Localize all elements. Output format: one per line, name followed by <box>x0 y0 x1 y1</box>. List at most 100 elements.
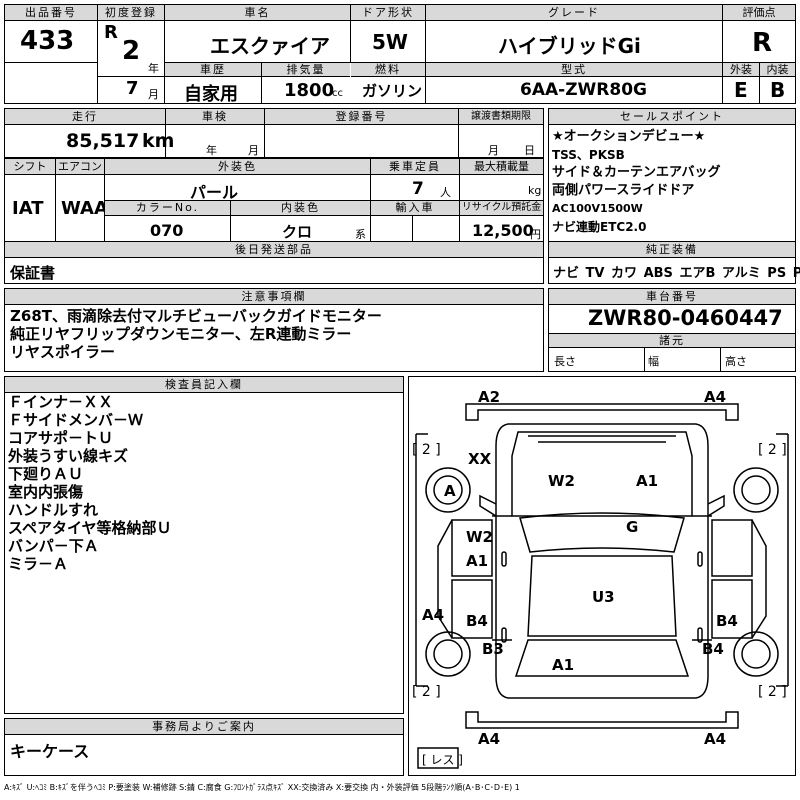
inspection-year-unit: 年 <box>206 144 217 157</box>
notes-box <box>4 288 544 372</box>
lot-number-header: 出品番号 <box>5 5 97 21</box>
notes-list: Z68T、雨滴除去付マルチビューバックガイドモニター 純正リヤフリップダウンモニ… <box>10 307 382 361</box>
reg-no-header: 登録番号 <box>265 109 458 125</box>
era: R <box>104 22 118 43</box>
dmg-right-rear-1: B4 <box>716 612 738 630</box>
tire-depth-rear-left: [ 2 ] <box>412 684 441 700</box>
body-outline <box>495 423 709 699</box>
mileage-header: 走行 <box>5 109 165 125</box>
dmg-tire-front-left: A <box>444 482 456 500</box>
tire-depth-front-right: [ 2 ] <box>758 442 787 458</box>
dmg-hood-right: A1 <box>636 472 658 490</box>
year-unit: 年 <box>148 62 159 75</box>
inspector-line: ミラ－Ａ <box>8 555 69 573</box>
inspection-header: 車検 <box>166 109 264 125</box>
car-name-header: 車名 <box>165 5 350 21</box>
later-parts-header: 後日発送部品 <box>5 242 543 258</box>
dmg-rear-bumper-right: A4 <box>704 730 726 748</box>
roof-outline <box>527 555 677 637</box>
int-color-unit: 系 <box>355 228 366 241</box>
fuel: ガソリン <box>362 82 423 100</box>
office-note: キーケース <box>10 742 90 761</box>
tire-depth-rear-right: [ 2 ] <box>758 684 787 700</box>
sales-point: サイド＆カーテンエアバッグ <box>552 165 721 180</box>
dmg-right-rear-2: B4 <box>702 640 724 658</box>
left-side-outline <box>415 433 428 687</box>
sales-points-list: ★オークションデビュー★ TSS、PKSB サイド＆カーテンエアバッグ 両側パワ… <box>552 128 720 236</box>
left-mirror <box>479 494 497 517</box>
dmg-hood-left: W2 <box>548 472 575 490</box>
displacement: 1800 <box>284 80 335 101</box>
right-door-front <box>711 519 753 577</box>
sales-point: AC100V1500W <box>552 202 643 215</box>
grille-line <box>528 435 676 443</box>
legend: A:ｷｽﾞ U:ﾍｺﾐ B:ｷｽﾞを伴うﾍｺﾐ P:要塗装 W:補修跡 S:錆 … <box>4 783 520 792</box>
office-header: 事務局よりご案内 <box>5 719 403 735</box>
right-mirror <box>707 494 725 517</box>
color-no: 070 <box>150 221 184 240</box>
sales-point: ナビ連動ETC2.0 <box>552 220 647 234</box>
inspector-line: 外装うすい線キズ <box>8 447 129 465</box>
right-side-outline <box>776 433 789 687</box>
transfer-month-unit: 月 <box>488 144 499 157</box>
door-handle <box>501 551 507 567</box>
inspector-header: 検査員記入欄 <box>5 377 403 393</box>
windshield-outline <box>519 512 685 553</box>
model-code: 6AA-ZWR80G <box>520 80 647 100</box>
equipment-list: ナビ TV カワ ABS エアB アルミ PS PW <box>553 262 800 281</box>
left-door-rear <box>451 579 493 639</box>
inspector-line: スペアタイヤ等格納部Ｕ <box>8 519 172 537</box>
tire-front-right <box>733 467 779 513</box>
inspector-line: 室内内張傷 <box>8 483 84 501</box>
notes-header: 注意事項欄 <box>5 289 543 305</box>
equipment-item: ABS <box>643 266 673 281</box>
equipment-item: アルミ <box>721 266 761 281</box>
dmg-left-fender-2: A1 <box>466 552 488 570</box>
tire-depth-front-left: [ 2 ] <box>412 442 441 458</box>
history: 自家用 <box>184 84 238 105</box>
note-line: 純正リヤフリップダウンモニター、左R連動ミラー <box>10 325 352 343</box>
door-handle <box>697 627 703 643</box>
recycle-deposit: 12,500 <box>472 221 534 240</box>
sales-point: TSS、PKSB <box>552 148 625 162</box>
diagram-box <box>408 376 796 776</box>
equipment-item: TV <box>585 266 605 281</box>
sales-points-box <box>548 108 796 284</box>
rating: R <box>752 28 773 58</box>
top-block <box>4 4 796 104</box>
dmg-left-side: A4 <box>422 606 444 624</box>
ac-header: エアコン <box>56 159 104 175</box>
shift: IAT <box>12 198 44 219</box>
first-reg-header: 初度登録 <box>98 5 164 21</box>
grade-header: グレード <box>426 5 722 21</box>
office-box <box>4 718 404 776</box>
ext-grade: E <box>734 78 748 102</box>
model-header: 型式 <box>426 63 722 77</box>
inspector-line: ハンドルすれ <box>8 501 99 519</box>
door-header: ドア形状 <box>351 5 425 21</box>
sales-point: ★オークションデビュー★ <box>552 129 706 144</box>
dmg-windshield: G <box>626 518 638 536</box>
ac: WAA <box>61 198 108 219</box>
fuel-header: 燃料 <box>351 63 425 77</box>
tire-front-left-inner <box>433 475 463 505</box>
rating-header: 評価点 <box>723 5 795 21</box>
dmg-front-bumper-left: A2 <box>478 388 500 406</box>
tire-rear-left <box>425 631 471 677</box>
import-header: 輸入車 <box>371 201 459 216</box>
tire-rear-right-inner <box>741 639 771 669</box>
equipment-item: カワ <box>611 266 638 281</box>
inspector-line: Ｆインナ－ＸＸ <box>8 393 114 411</box>
spare-tire-box <box>417 747 459 769</box>
int-grade-header: 内装 <box>760 63 795 77</box>
capacity: 7 <box>412 179 424 199</box>
dmg-front-bumper-right: A4 <box>704 388 726 406</box>
left-door-front <box>451 519 493 577</box>
ext-color-header: 外装色 <box>105 159 370 175</box>
tire-rear-left-inner <box>433 639 463 669</box>
displacement-unit: cc <box>332 88 343 99</box>
transfer-header: 譲渡書類期限 <box>459 109 543 125</box>
later-parts: 保証書 <box>10 264 56 282</box>
inspector-line: Ｆサイドメンバ－Ｗ <box>8 411 144 429</box>
door-handle <box>697 551 703 567</box>
